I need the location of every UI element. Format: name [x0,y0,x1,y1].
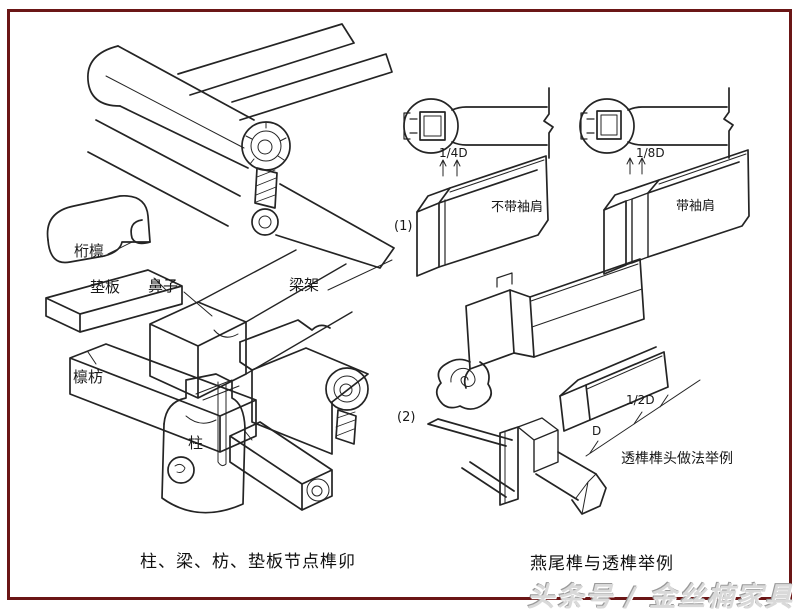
right-tenon-drawing [403,87,750,515]
label-item2: (2) [397,410,416,425]
label-dim-half-d: 1/2D [626,393,655,407]
label-dim-quarter-d: 1/4D [439,146,468,160]
label-zhu: 柱 [188,434,204,452]
label-linfang: 檩枋 [73,368,104,386]
label-hengling: 桁檩 [74,242,105,260]
page-border-frame [7,9,792,600]
label-liangjia: 梁架 [289,276,320,294]
left-diagram-caption: 柱、梁、枋、垫板节点榫卯 [140,552,356,572]
label-dim-d: D [592,424,602,438]
label-tenon-without-sleeve: 不带袖肩 [491,200,544,215]
label-tenon-with-sleeve: 带袖肩 [676,199,716,214]
label-dianban: 垫板 [90,278,121,296]
left-joinery-drawing [45,23,395,514]
label-dim-eighth-d: 1/8D [636,146,665,160]
label-bizi: 鼻子 [148,277,179,295]
right-diagram-caption: 燕尾榫与透榫举例 [530,554,674,574]
label-item1: (1) [394,219,413,234]
watermark-text: 头条号 / 金丝楠家具 [527,582,794,610]
through-tenon-note: 透榫榫头做法举例 [621,451,733,467]
